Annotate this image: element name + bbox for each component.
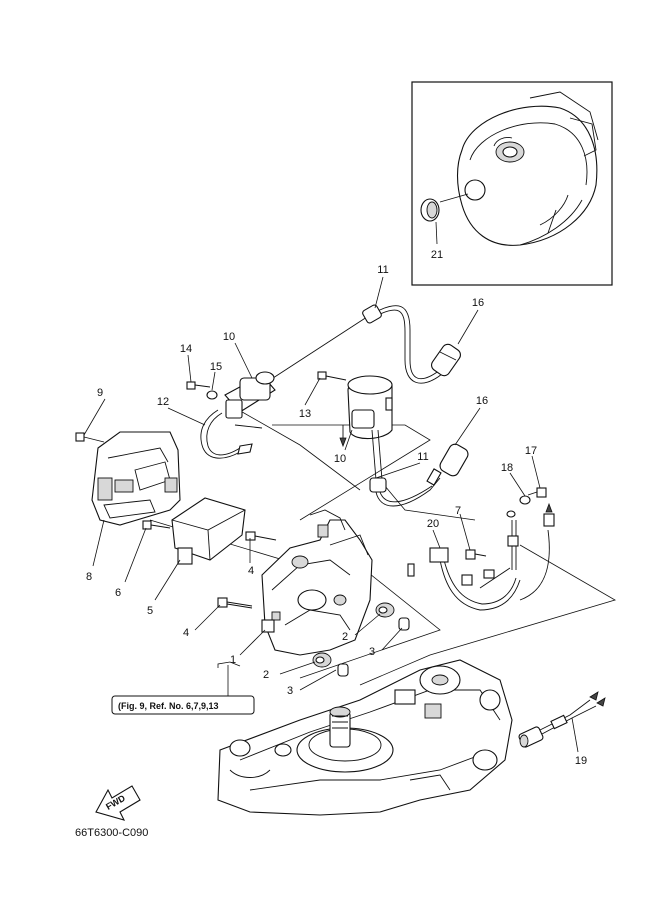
callout-11-upper: 11 [377,264,388,276]
bolt-7 [465,549,487,560]
grommet-2-lower [312,652,332,668]
callout-10-center: 10 [334,453,346,465]
callouts: 1 2 2 3 3 4 4 5 6 7 8 9 10 10 11 11 12 1… [86,264,587,767]
plug-cap-16-lower [439,443,469,477]
leader-lines [83,276,579,753]
callout-20: 20 [427,518,439,530]
bolt-14 [186,381,211,390]
callout-9: 9 [97,387,103,399]
sensor-lead-19 [518,691,606,748]
bolt-6 [142,520,171,530]
wire-12 [200,409,253,459]
bracket-8 [91,431,181,526]
callout-6: 6 [115,587,121,599]
callout-11-lower: 11 [417,451,428,463]
callout-10-left: 10 [223,331,235,343]
bolt-9 [75,432,105,443]
high-tension-cord-upper [269,304,461,384]
reference-note-text: (Fig. 9, Ref. No. 6,7,9,13 [118,701,219,711]
base-plate-1 [261,509,373,656]
grommet-2-upper [375,602,395,618]
inset-box: 21 [411,81,613,286]
callout-4-lower: 4 [183,627,189,639]
callout-14: 14 [180,343,192,355]
flywheel-cover-drawing [456,91,599,246]
terminal-7 [506,510,516,518]
callout-16-lower: 16 [476,395,488,407]
callout-18: 18 [501,462,513,474]
callout-7: 7 [455,505,461,517]
callout-4-upper: 4 [248,565,254,577]
callout-2-upper: 2 [342,631,348,643]
drawing-code: 66T6300-C090 [75,827,148,839]
ignition-coil-10-center [339,375,393,448]
callout-8: 8 [86,571,92,583]
cap-part-21 [420,198,440,222]
callout-12: 12 [157,396,169,408]
washer-18 [519,495,531,505]
fwd-arrow: FWD [95,785,141,821]
bolt-13 [317,371,347,381]
collar-3-lower [337,663,349,677]
bolt-4-upper [245,531,277,541]
callout-3-lower: 3 [287,685,293,697]
callout-1: 1 [230,654,236,666]
plug-cap-16-upper [431,343,461,377]
reference-note: (Fig. 9, Ref. No. 6,7,9,13 [111,661,255,715]
callout-17: 17 [525,445,537,457]
callout-16-upper: 16 [472,297,484,309]
washer-15 [206,390,218,400]
wire-harness [407,502,555,611]
engine-block [217,659,513,816]
callout-5: 5 [147,605,153,617]
callout-15: 15 [210,361,222,373]
callout-2-lower: 2 [263,669,269,681]
callout-13: 13 [299,408,311,420]
high-tension-cord-lower [369,429,469,507]
callout-3-upper: 3 [369,646,375,658]
cdi-unit-5 [171,497,246,565]
callout-19: 19 [575,755,587,767]
bolt-4-lower [217,597,253,609]
ignition-coil-10-left [224,371,276,429]
bolt-17 [527,487,547,498]
collar-3-upper [398,617,410,631]
callout-21: 21 [431,249,443,261]
